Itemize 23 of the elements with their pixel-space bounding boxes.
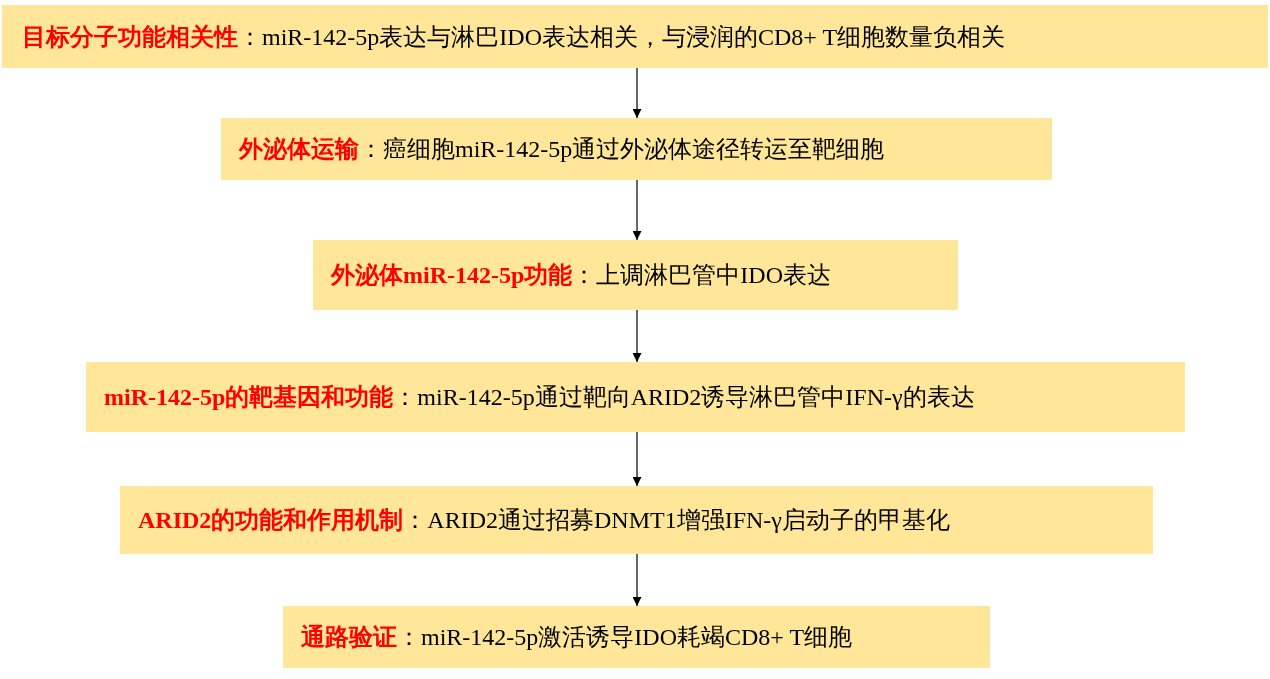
process-box xyxy=(283,606,990,668)
box-heading: 外泌体miR-142-5p功能 xyxy=(331,261,573,290)
process-box xyxy=(86,362,1185,432)
box-heading: 外泌体运输 xyxy=(239,135,359,164)
process-box xyxy=(221,118,1052,180)
box-text: ：miR-142-5p激活诱导IDO耗竭CD8+ T细胞 xyxy=(397,623,853,652)
arrow xyxy=(632,431,642,487)
box-heading: 通路验证 xyxy=(301,623,397,652)
box-text: ：癌细胞miR-142-5p通过外泌体途径转运至靶细胞 xyxy=(359,135,885,164)
arrow xyxy=(632,553,642,607)
process-box xyxy=(313,240,958,310)
arrow xyxy=(632,309,642,363)
box-heading: ARID2的功能和作用机制 xyxy=(138,506,404,535)
process-box xyxy=(2,5,1268,68)
arrow xyxy=(632,67,642,119)
box-heading: 目标分子功能相关性 xyxy=(22,22,238,52)
box-text: ：上调淋巴管中IDO表达 xyxy=(572,261,831,290)
box-text: ：miR-142-5p通过靶向ARID2诱导淋巴管中IFN-γ的表达 xyxy=(393,383,975,412)
arrow xyxy=(632,179,642,241)
process-box xyxy=(120,486,1153,554)
box-heading: miR-142-5p的靶基因和功能 xyxy=(104,383,394,412)
box-text: ：miR-142-5p表达与淋巴IDO表达相关，与浸润的CD8+ T细胞数量负相关 xyxy=(238,22,1006,52)
box-text: ：ARID2通过招募DNMT1增强IFN-γ启动子的甲基化 xyxy=(403,506,950,535)
